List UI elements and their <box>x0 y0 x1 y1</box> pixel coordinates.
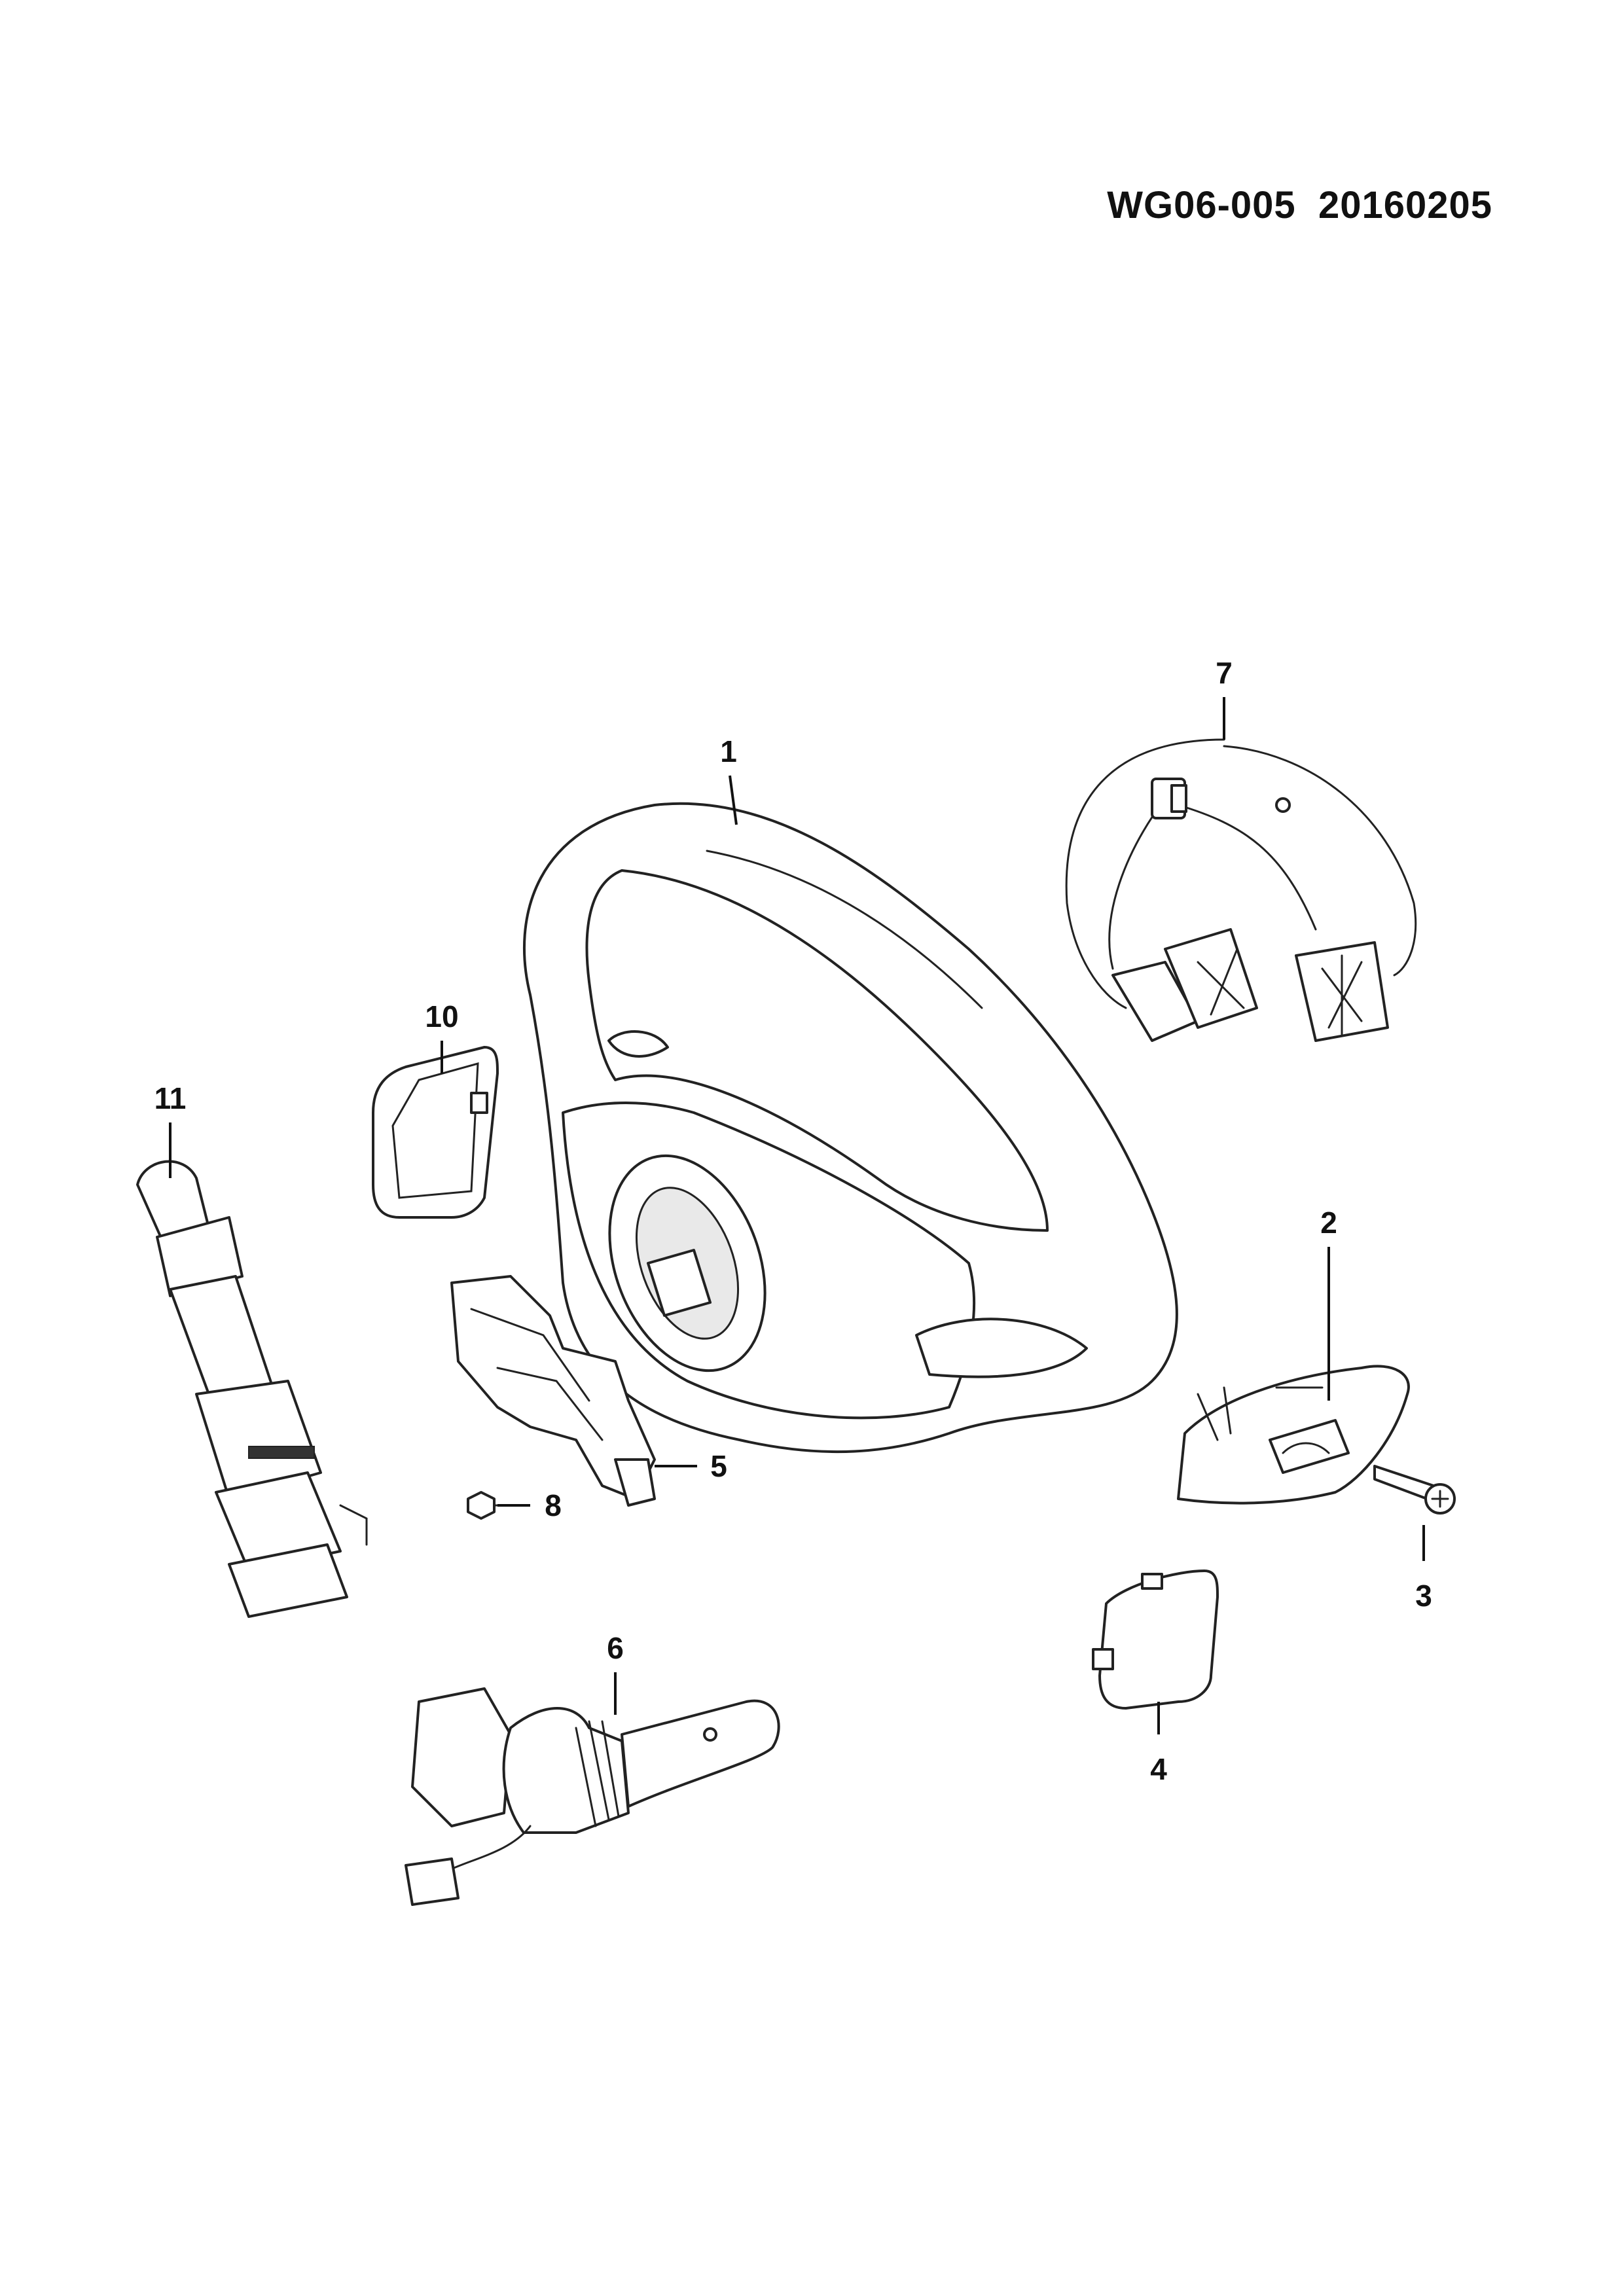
callout-3: 3 <box>1415 1579 1432 1613</box>
callout-5: 5 <box>710 1449 727 1483</box>
diagram-reference-header: WG06-005 20160205 <box>1074 183 1492 236</box>
end-cap-part <box>1092 1570 1219 1710</box>
callout-8: 8 <box>545 1488 562 1522</box>
callout-10: 10 <box>425 999 459 1033</box>
diagram-reference-code: WG06-005 <box>1107 184 1296 226</box>
screw-part <box>1373 1465 1456 1515</box>
callout-11: 11 <box>154 1081 187 1115</box>
callout-6: 6 <box>607 1631 624 1665</box>
callout-1: 1 <box>720 734 737 768</box>
callout-7: 7 <box>1216 656 1233 690</box>
leader-lines <box>169 697 1425 1734</box>
combination-switch-part <box>136 1160 368 1618</box>
diagram-date-code: 20160205 <box>1318 184 1492 226</box>
leader-line-1 <box>729 775 738 825</box>
clock-spring-part <box>450 1275 656 1507</box>
wiper-switch-part <box>405 1687 780 1906</box>
steering-wheel-part <box>522 802 1178 1454</box>
cover-cap-part <box>372 1046 499 1219</box>
callout-4: 4 <box>1150 1752 1167 1786</box>
switch-bezel-part <box>1177 1365 1410 1505</box>
callout-2: 2 <box>1320 1206 1337 1240</box>
wiring-harness-part <box>1065 738 1417 1042</box>
